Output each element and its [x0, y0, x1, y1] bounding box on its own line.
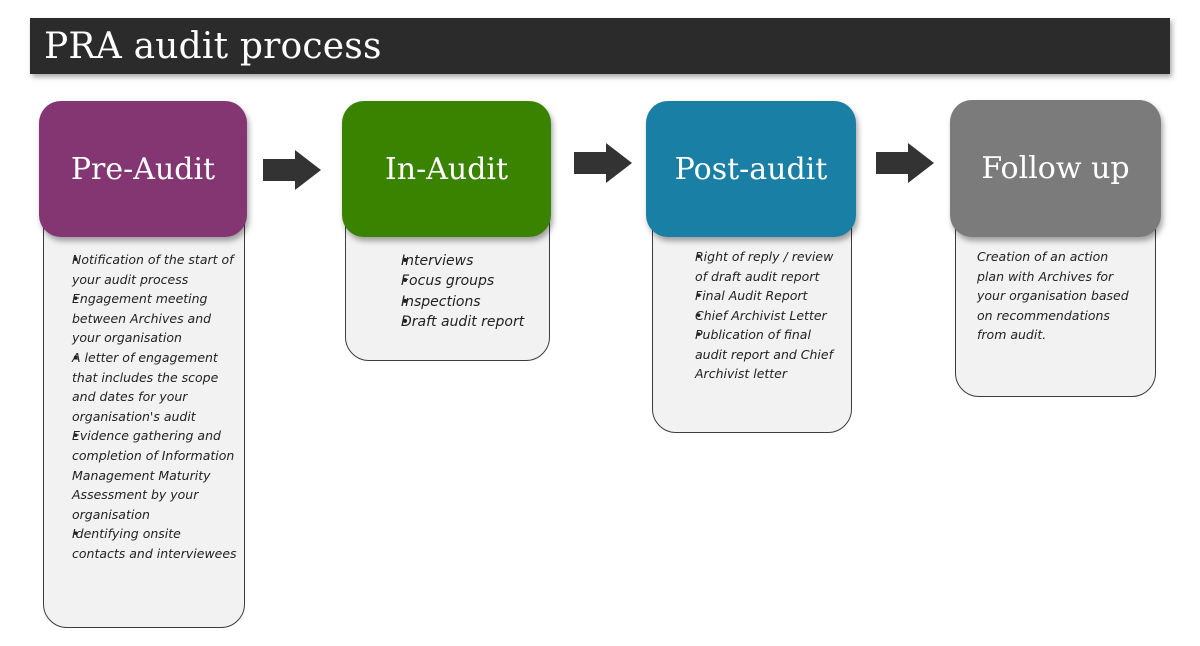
post-audit-header: Post-audit — [646, 101, 856, 237]
list-item: A letter of engagement that includes the… — [50, 348, 238, 426]
arrow-right-icon — [876, 143, 934, 183]
list-item: Identifying onsite contacts and intervie… — [50, 524, 238, 563]
arrow-right-icon — [263, 150, 321, 190]
post-audit-items: Right of reply / review of draft audit r… — [673, 247, 838, 384]
pre-audit-items: Notification of the start of your audit … — [50, 250, 238, 564]
pre-audit-label: Pre-Audit — [70, 151, 216, 187]
pre-audit-header: Pre-Audit — [39, 101, 247, 237]
follow-up-text: Creation of an action plan with Archives… — [977, 249, 1129, 342]
list-item: Focus groups — [362, 271, 542, 292]
list-item: Interviews — [362, 251, 542, 272]
list-item: Notification of the start of your audit … — [50, 250, 238, 289]
page-title: PRA audit process — [44, 25, 382, 67]
in-audit-items: Interviews Focus groups Inspections Draf… — [362, 251, 542, 332]
post-audit-label: Post-audit — [674, 151, 828, 187]
list-item: Chief Archivist Letter — [673, 306, 838, 326]
list-item: Inspections — [362, 292, 542, 313]
in-audit-label: In-Audit — [384, 151, 509, 187]
list-item: Publication of final audit report and Ch… — [673, 325, 838, 384]
title-bar: PRA audit process — [30, 18, 1170, 74]
list-item: Final Audit Report — [673, 286, 838, 306]
list-item: Evidence gathering and completion of Inf… — [50, 426, 238, 524]
in-audit-header: In-Audit — [342, 101, 551, 237]
follow-up-label: Follow up — [981, 151, 1130, 186]
arrow-right-icon — [574, 143, 632, 183]
list-item: Right of reply / review of draft audit r… — [673, 247, 838, 286]
follow-up-header: Follow up — [950, 100, 1161, 237]
list-item: Engagement meeting between Archives and … — [50, 289, 238, 348]
list-item: Draft audit report — [362, 312, 542, 333]
